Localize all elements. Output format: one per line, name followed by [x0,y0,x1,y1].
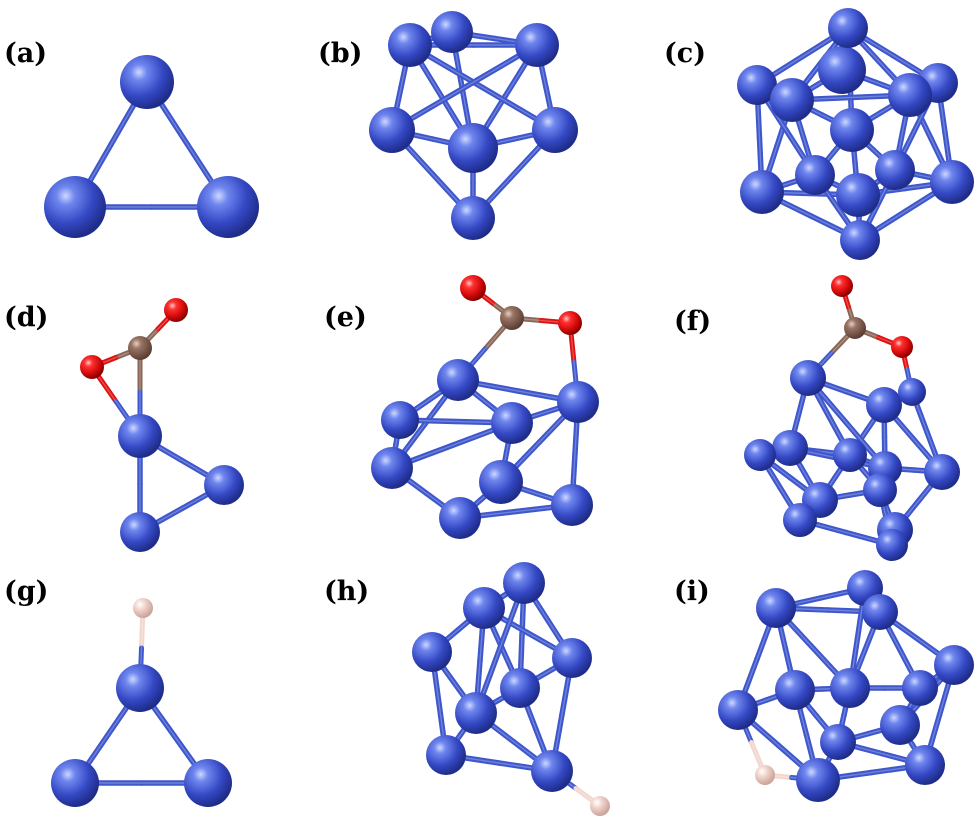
metal-atom [557,381,599,423]
metal-atom [532,107,578,153]
metal-atom [479,460,523,504]
hydrogen-atom [755,765,775,785]
metal-atom [531,750,573,792]
structure-f [744,275,960,561]
metal-atom [866,387,902,423]
metal-atom [448,123,498,173]
metal-atom [898,378,926,406]
metal-atom [876,529,908,561]
metal-atom [503,562,545,604]
oxygen-atom [164,298,188,322]
metal-atom [833,438,867,472]
oxygen-atom [891,336,913,358]
panel-label-f: (f) [674,306,711,337]
metal-atom [369,107,415,153]
metal-atom [836,173,880,217]
structure-h [412,562,610,816]
oxygen-atom [80,355,104,379]
metal-atom [830,108,874,152]
hydrogen-atom [590,796,610,816]
metal-atom [840,220,880,260]
structure-c [737,8,974,260]
metal-atom [455,692,497,734]
metal-atom [930,160,974,204]
structure-b [369,11,578,240]
metal-atom [204,465,244,505]
structure-a [44,55,259,238]
carbon-atom [128,336,152,360]
metal-atom [820,724,856,760]
metal-atom [880,705,920,745]
panel-label-g: (g) [4,576,48,607]
oxygen-atom [460,275,486,301]
panel-label-i: (i) [674,576,710,607]
panel-label-d: (d) [4,302,48,333]
metal-atom [491,402,533,444]
panel-label-h: (h) [324,576,369,607]
metal-atom [426,735,466,775]
metal-atom [439,497,481,539]
panel-label-b: (b) [318,38,362,69]
metal-atom [772,430,808,466]
metal-atom [515,23,559,67]
structure-e [371,275,599,539]
metal-atom [818,46,866,94]
metal-atom [451,196,495,240]
metal-atom [551,484,593,526]
panel-label-a: (a) [4,38,47,69]
metal-atom [744,439,776,471]
metal-atom [381,401,419,439]
structure-g [51,598,232,807]
metal-atom [118,414,162,458]
metal-atom [120,55,174,109]
structures [44,8,974,816]
metal-atom [863,473,897,507]
metal-atom [924,454,960,490]
metal-atom [184,759,232,807]
metal-atom [737,65,777,105]
metal-atom [718,690,758,730]
metal-atom [756,588,796,628]
metal-atom [828,8,868,48]
metal-atom [431,11,473,53]
metal-atom [783,503,817,537]
metal-atom [934,645,974,685]
hydrogen-atom [133,598,153,618]
metal-atom [51,759,99,807]
oxygen-atom [831,275,853,297]
metal-atom [388,23,432,67]
panel-labels: (a) (b) (c) (d) (e) (f) (g) (h) (i) [4,38,711,607]
carbon-atom [500,306,524,330]
metal-atom [888,73,932,117]
structure-i [718,570,974,802]
metal-atom [412,632,452,672]
metal-atom [44,176,106,238]
metal-atom [120,512,160,552]
metal-atom [830,668,870,708]
metal-atom [790,360,826,396]
metal-atom [740,170,784,214]
metal-atom [116,664,164,712]
metal-atom [552,638,592,678]
metal-atom [796,758,840,802]
metal-atom [437,359,479,401]
oxygen-atom [558,311,582,335]
metal-atom [862,594,898,630]
metal-atom [795,155,835,195]
metal-atom [902,670,938,706]
metal-atom [371,447,413,489]
metal-atom [463,587,505,629]
metal-atom [500,668,540,708]
metal-atom [770,78,814,122]
metal-atom [197,176,259,238]
metal-atom [875,150,915,190]
carbon-atom [844,317,866,339]
structure-d [80,298,244,552]
metal-atom [775,670,815,710]
metal-atom [905,745,945,785]
panel-label-c: (c) [664,38,706,69]
panel-label-e: (e) [324,302,367,333]
